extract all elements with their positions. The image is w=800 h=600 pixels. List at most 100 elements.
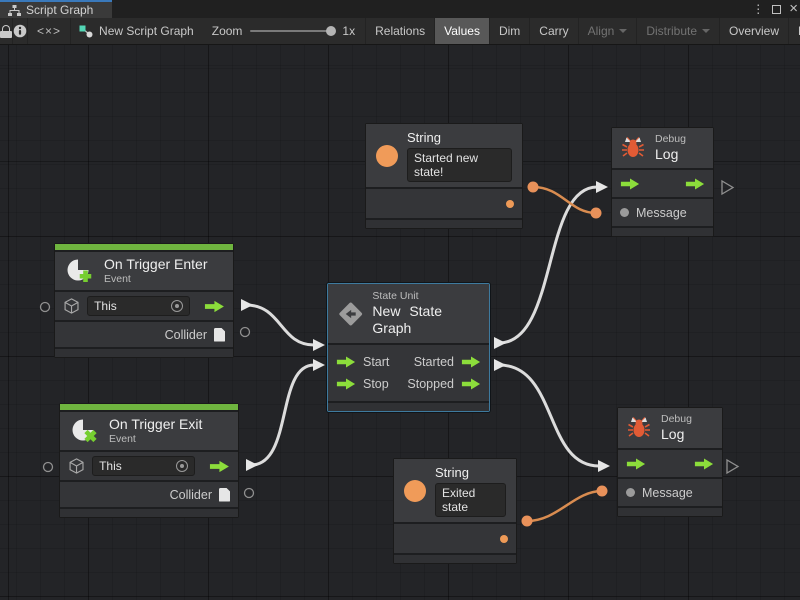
chevron-down-icon [619, 29, 628, 33]
node-title: Log [661, 426, 685, 442]
flow-input-port[interactable] [620, 178, 640, 190]
port-exit-collider-output[interactable] [243, 487, 255, 499]
fullscreen-button[interactable]: Full Scr [788, 18, 800, 44]
target-object-input[interactable]: This [87, 296, 191, 316]
close-icon[interactable]: × [789, 0, 798, 17]
port-exit-target-input[interactable] [42, 461, 54, 473]
zoom-control: Zoom 1x [202, 18, 365, 44]
bug-icon [628, 416, 650, 437]
node-footer [394, 555, 516, 563]
collider-row: Collider [60, 482, 238, 507]
object-picker-icon[interactable] [176, 460, 189, 472]
message-input-port[interactable] [620, 208, 629, 217]
string-output-port[interactable] [500, 534, 508, 543]
string-value-input[interactable]: Started new state! [407, 148, 512, 182]
flow-input-port[interactable] [626, 458, 646, 470]
target-object-input[interactable]: This [92, 456, 196, 476]
distribute-dropdown[interactable]: Distribute [636, 18, 719, 44]
node-title: New State Graph [372, 303, 443, 336]
graph-tab-icon [8, 4, 21, 16]
wire-exit-to-stop[interactable] [246, 359, 325, 471]
dim-button[interactable]: Dim [488, 18, 529, 44]
port-label: Start [363, 355, 390, 369]
trigger-exit-event-icon [72, 418, 97, 443]
node-header: Debug Log [618, 408, 722, 448]
port-label: Collider [164, 327, 207, 342]
flow-output-port[interactable] [209, 460, 230, 473]
node-header: On Trigger Enter Event [55, 252, 233, 290]
variables-button[interactable]: <×> [28, 18, 72, 44]
port-enter-collider-output[interactable] [239, 326, 251, 338]
string-value-input[interactable]: Exited state [435, 483, 506, 517]
ports-section: Start Started Stop Stopped [328, 345, 489, 401]
zoom-slider-knob[interactable] [326, 26, 337, 36]
node-category: Debug [655, 133, 686, 145]
port-log-bottom-flow-output[interactable] [726, 458, 740, 475]
string-literal-icon [376, 144, 398, 167]
relations-button[interactable]: Relations [365, 18, 434, 44]
kebab-menu-icon[interactable]: ⋮ [752, 2, 765, 16]
flow-output-port[interactable] [694, 458, 714, 470]
flow-input-port[interactable] [336, 378, 356, 390]
port-row: Start Started [328, 351, 489, 373]
message-input-port[interactable] [626, 488, 635, 497]
port-row: Stop Stopped [328, 373, 489, 395]
node-category: Debug [661, 413, 692, 425]
target-object-value: This [94, 299, 117, 313]
node-string-top[interactable]: String Started new state! [365, 123, 523, 229]
message-row: Message [618, 479, 722, 506]
inspect-button[interactable] [13, 18, 28, 44]
graph-name-label: New Script Graph [99, 24, 194, 38]
graph-canvas[interactable]: String Started new state! [0, 45, 800, 600]
carry-button[interactable]: Carry [529, 18, 577, 44]
flow-row [618, 450, 722, 477]
toolbar-right-buttons: Relations Values Dim Carry Align Distrib… [365, 18, 800, 44]
collider-row: Collider [55, 322, 233, 347]
maximize-icon[interactable] [772, 4, 782, 14]
port-log-top-flow-output[interactable] [721, 179, 735, 196]
event-accent-bar [55, 244, 233, 250]
port-label: Message [642, 485, 693, 500]
node-header: On Trigger Exit Event [60, 412, 238, 450]
output-row [366, 189, 522, 218]
node-header: String Exited state [394, 459, 516, 522]
node-string-bottom[interactable]: String Exited state [393, 458, 517, 564]
object-picker-icon[interactable] [171, 300, 184, 312]
script-graph-icon [79, 25, 93, 37]
node-state-unit[interactable]: State Unit New State Graph Start Started [327, 283, 490, 412]
zoom-slider[interactable] [250, 26, 337, 36]
flow-input-port[interactable] [336, 356, 356, 368]
values-button[interactable]: Values [434, 18, 489, 44]
node-debug-log-top[interactable]: Debug Log Message [611, 127, 714, 237]
event-accent-bar [60, 404, 238, 410]
flow-output-port[interactable] [204, 300, 225, 313]
target-row: This [55, 292, 233, 320]
tab-title: Script Graph [26, 3, 94, 17]
wire-stopped-to-log[interactable] [494, 359, 610, 472]
string-output-port[interactable] [506, 199, 514, 208]
flow-output-port[interactable] [461, 356, 481, 368]
graph-name-breadcrumb[interactable]: New Script Graph [71, 18, 202, 44]
graph-toolbar: <×> New Script Graph Zoom 1x Relations V… [0, 18, 800, 45]
node-on-trigger-exit[interactable]: On Trigger Exit Event This Collider [59, 403, 239, 518]
zoom-label: Zoom [211, 24, 243, 38]
overview-button[interactable]: Overview [719, 18, 788, 44]
tab-script-graph[interactable]: Script Graph [0, 0, 112, 18]
collider-type-icon [219, 487, 230, 502]
node-subtitle: Event [109, 433, 136, 445]
node-footer [612, 228, 713, 236]
lock-button[interactable] [0, 18, 13, 44]
flow-output-port[interactable] [685, 178, 705, 190]
flow-output-port[interactable] [461, 378, 481, 390]
node-debug-log-bottom[interactable]: Debug Log Message [617, 407, 723, 517]
port-enter-target-input[interactable] [39, 301, 51, 313]
node-footer [366, 220, 522, 228]
align-dropdown[interactable]: Align [577, 18, 637, 44]
wire-string-to-message-bottom[interactable] [521, 485, 608, 527]
node-on-trigger-enter[interactable]: On Trigger Enter Event This Collider [54, 243, 234, 358]
wire-string-to-message-top[interactable] [527, 181, 602, 219]
trigger-enter-event-icon [67, 258, 92, 282]
wire-enter-to-start[interactable] [241, 299, 325, 351]
gameobject-cube-icon [69, 458, 84, 474]
